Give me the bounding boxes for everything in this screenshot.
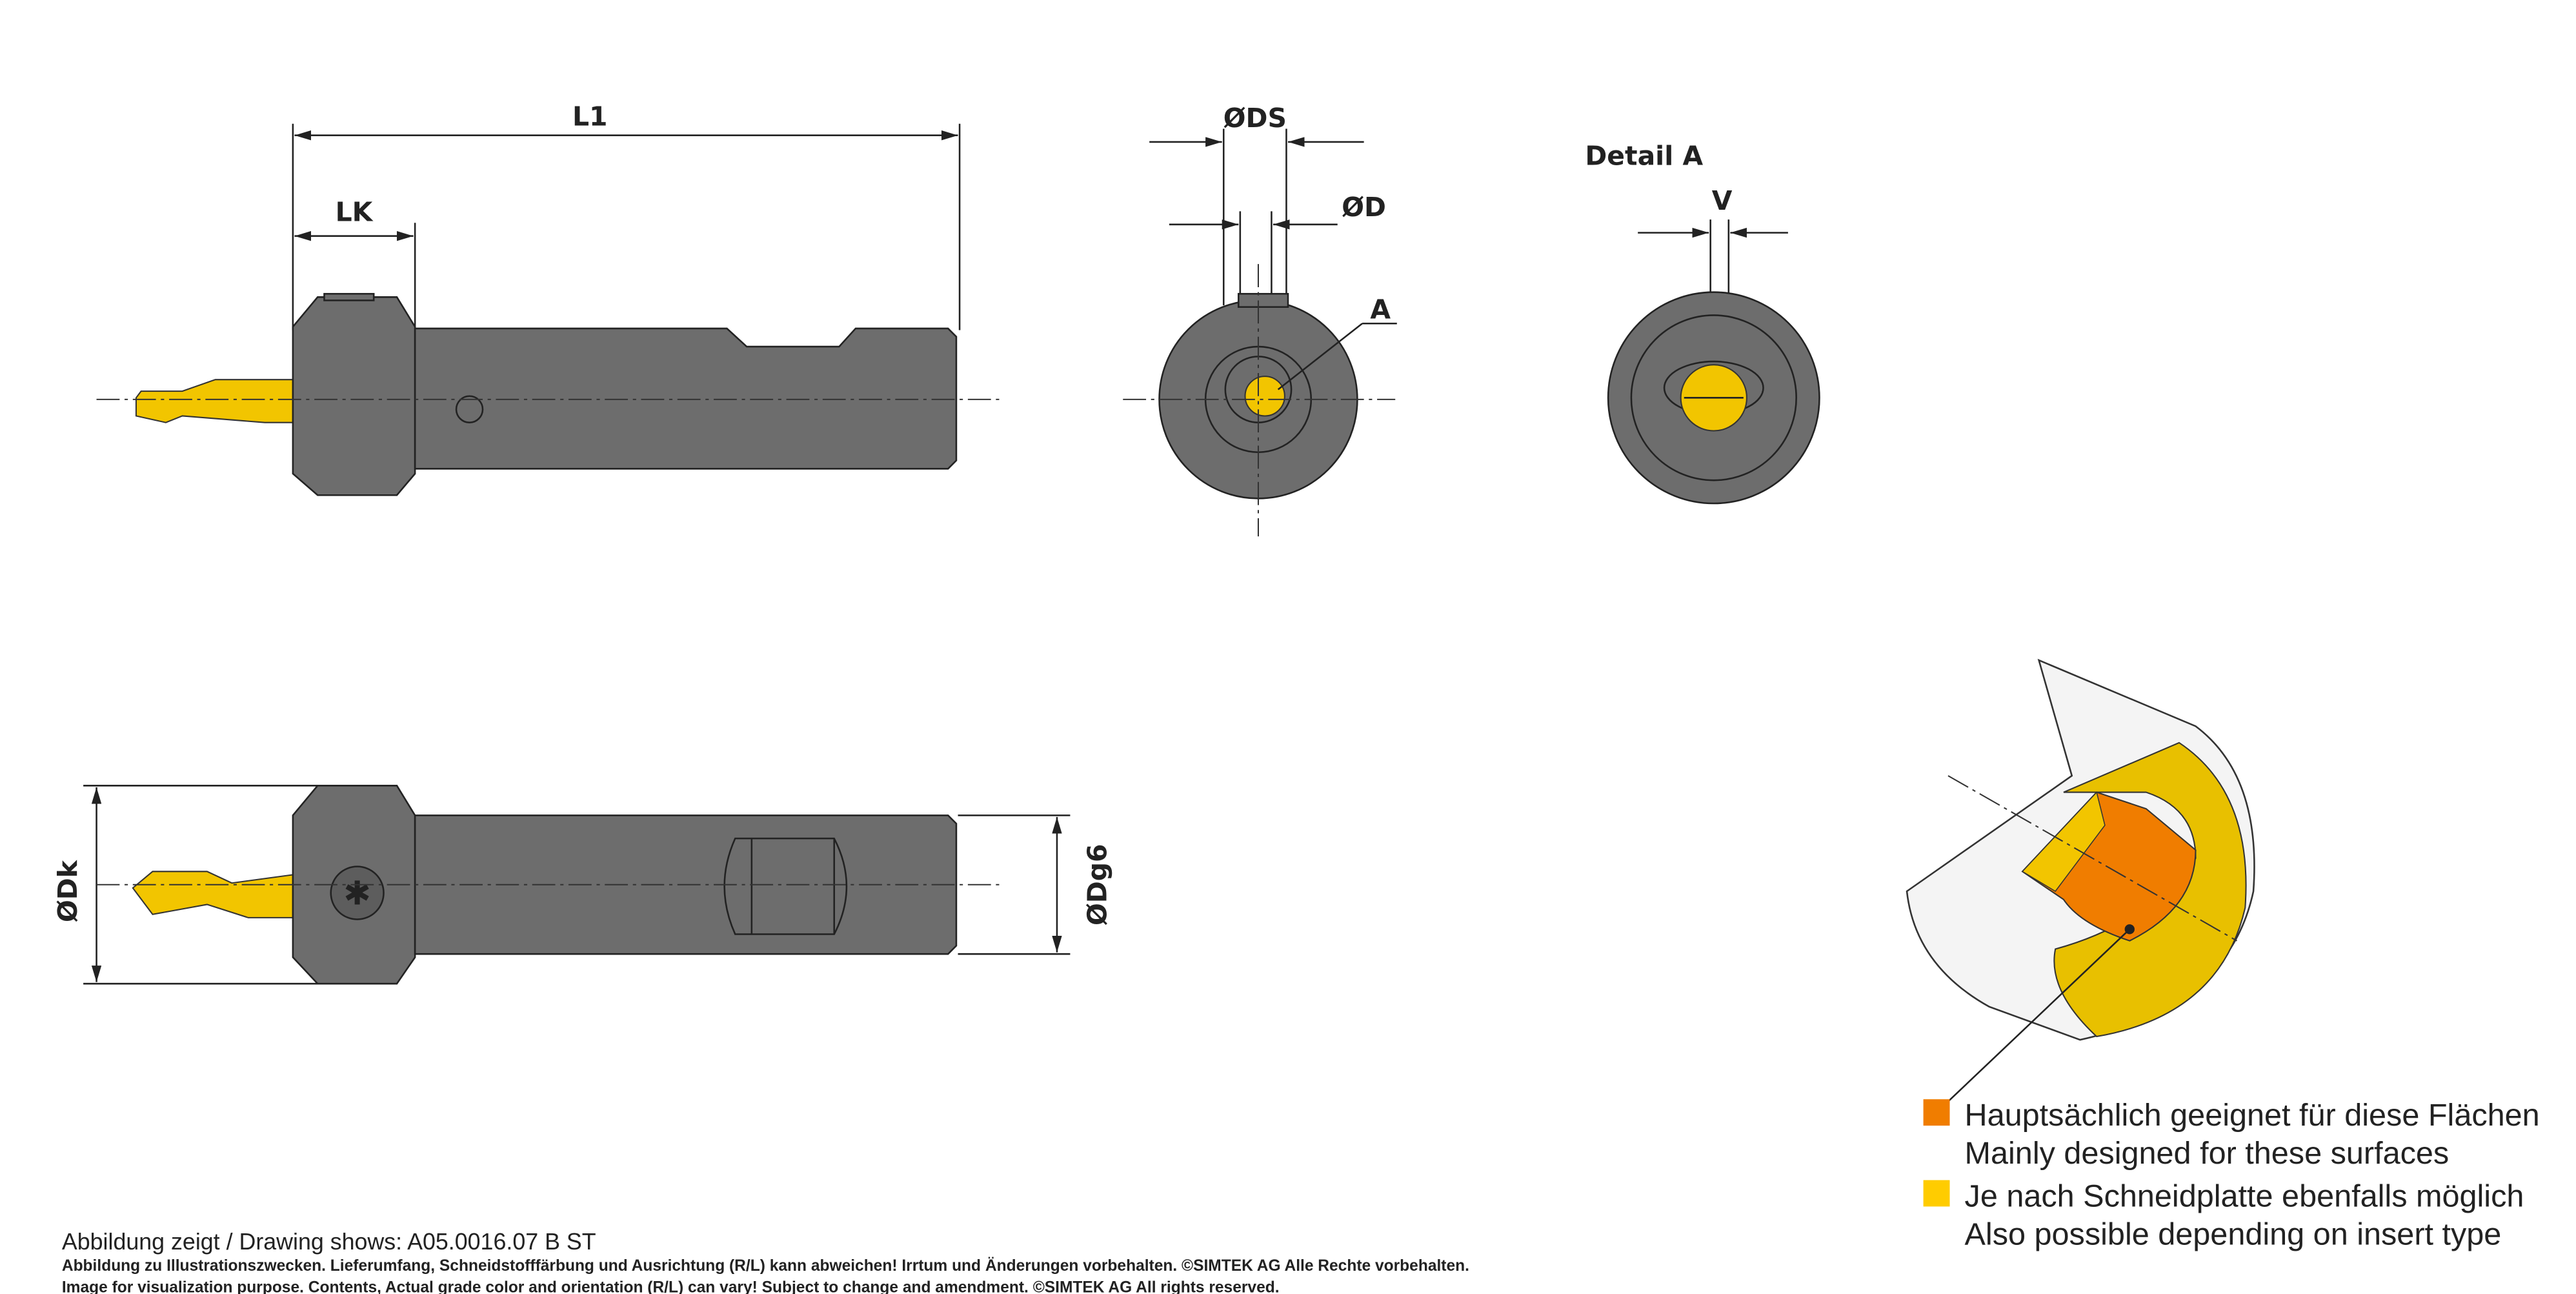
dk-label: ØDk — [52, 860, 83, 922]
footer: Abbildung zeigt / Drawing shows: A05.001… — [62, 1229, 1469, 1294]
legend-primary-en: Mainly designed for these surfaces — [1965, 1136, 2450, 1171]
detail-a-view: Detail A V — [1585, 141, 1820, 505]
legend-swatch-primary — [1923, 1099, 1950, 1126]
legend-primary-de: Hauptsächlich geeignet für diese Flächen — [1965, 1098, 2540, 1133]
disclaimer-de: Abbildung zu Illustrationszwecken. Liefe… — [62, 1257, 1469, 1275]
d-label: ØD — [1342, 192, 1386, 223]
side-view-top: L1 LK — [96, 101, 1001, 496]
detail-a-marker: A — [1370, 294, 1391, 325]
drawing-shows-text: Abbildung zeigt / Drawing shows: A05.001… — [62, 1229, 596, 1255]
v-label: V — [1712, 185, 1733, 216]
boring-bar-insert — [135, 379, 294, 423]
front-view: ØDS ØD A — [1123, 103, 1397, 537]
workpiece-3d-illustration — [1906, 658, 2255, 1113]
side-view-bottom: ØDk ØDg6 ✱ — [52, 785, 1113, 985]
legend: Hauptsächlich geeignet für diese Flächen… — [1923, 1098, 2540, 1251]
ds-label: ØDS — [1223, 103, 1287, 134]
lk-label: LK — [336, 197, 374, 228]
l1-label: L1 — [572, 101, 608, 132]
disclaimer-en: Image for visualization purpose. Content… — [62, 1279, 1280, 1294]
legend-secondary-en: Also possible depending on insert type — [1965, 1217, 2502, 1251]
legend-secondary-de: Je nach Schneidplatte ebenfalls möglich — [1965, 1178, 2524, 1213]
tool-holder-collar — [292, 296, 416, 496]
detail-a-title: Detail A — [1585, 141, 1703, 172]
legend-swatch-secondary — [1923, 1180, 1950, 1207]
torx-screw-icon: ✱ — [343, 875, 371, 912]
tool-holder-shank — [414, 327, 958, 470]
dg6-label: ØDg6 — [1082, 844, 1113, 925]
